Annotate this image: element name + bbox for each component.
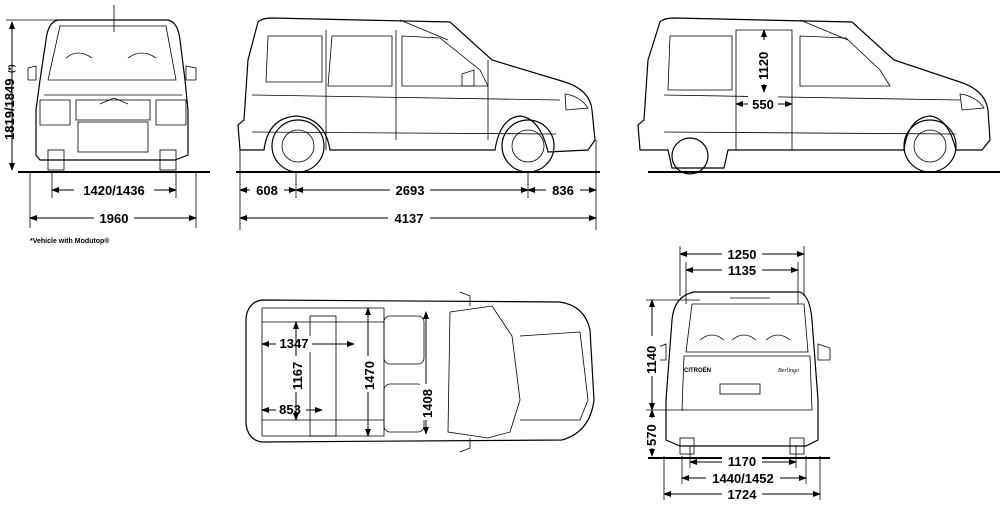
cabin-length-label: 1408 xyxy=(420,389,435,418)
front-height-label: 1819/1849 xyxy=(2,79,17,140)
rear-floor-width-label: 1170 xyxy=(728,454,756,469)
brand-left-text: CITROËN xyxy=(684,367,711,374)
load-length-lower-label: 853 xyxy=(279,402,301,417)
door-width-label: 550 xyxy=(752,97,774,112)
opening-width-label: 1135 xyxy=(728,263,756,278)
top-view: 1347 853 1167 1470 1408 xyxy=(245,291,595,453)
front-track-label: 1420/1436 xyxy=(83,183,144,198)
rear-overall-width-label: 1724 xyxy=(728,487,758,502)
arch-width-label: 1167 xyxy=(290,362,305,390)
brand-right-text: Berlingo xyxy=(778,368,799,374)
rear-top-width-label: 1250 xyxy=(728,247,757,262)
front-overhang-label: 608 xyxy=(256,183,278,198)
load-length-full-label: 1470 xyxy=(362,361,377,390)
sill-height-label: 570 xyxy=(644,424,659,446)
overall-length-label: 4137 xyxy=(395,211,424,226)
footnote: *Vehicle with Modutop® xyxy=(30,238,110,245)
side-door-open-view: 1120 550 xyxy=(637,17,1000,175)
front-height-note-mark: (*) xyxy=(7,64,16,73)
svg-text:1819/1849 (*): 1819/1849 (*) xyxy=(2,64,17,140)
side-view: 608 2693 836 4137 xyxy=(236,17,600,230)
door-height-label: 1120 xyxy=(756,52,771,80)
load-length-upper-label: 1347 xyxy=(280,336,309,351)
rear-view: CITROËN Berlingo 1250 1135 1140 570 1170 xyxy=(644,246,831,502)
front-view: 1819/1849 (*) 1420/1436 1960 xyxy=(2,5,210,228)
rear-overhang-label: 836 xyxy=(552,183,574,198)
front-width-label: 1960 xyxy=(100,211,129,226)
rear-track-label: 1440/1452 xyxy=(712,471,773,486)
opening-height-label: 1140 xyxy=(644,346,659,374)
wheelbase-label: 2693 xyxy=(396,183,425,198)
